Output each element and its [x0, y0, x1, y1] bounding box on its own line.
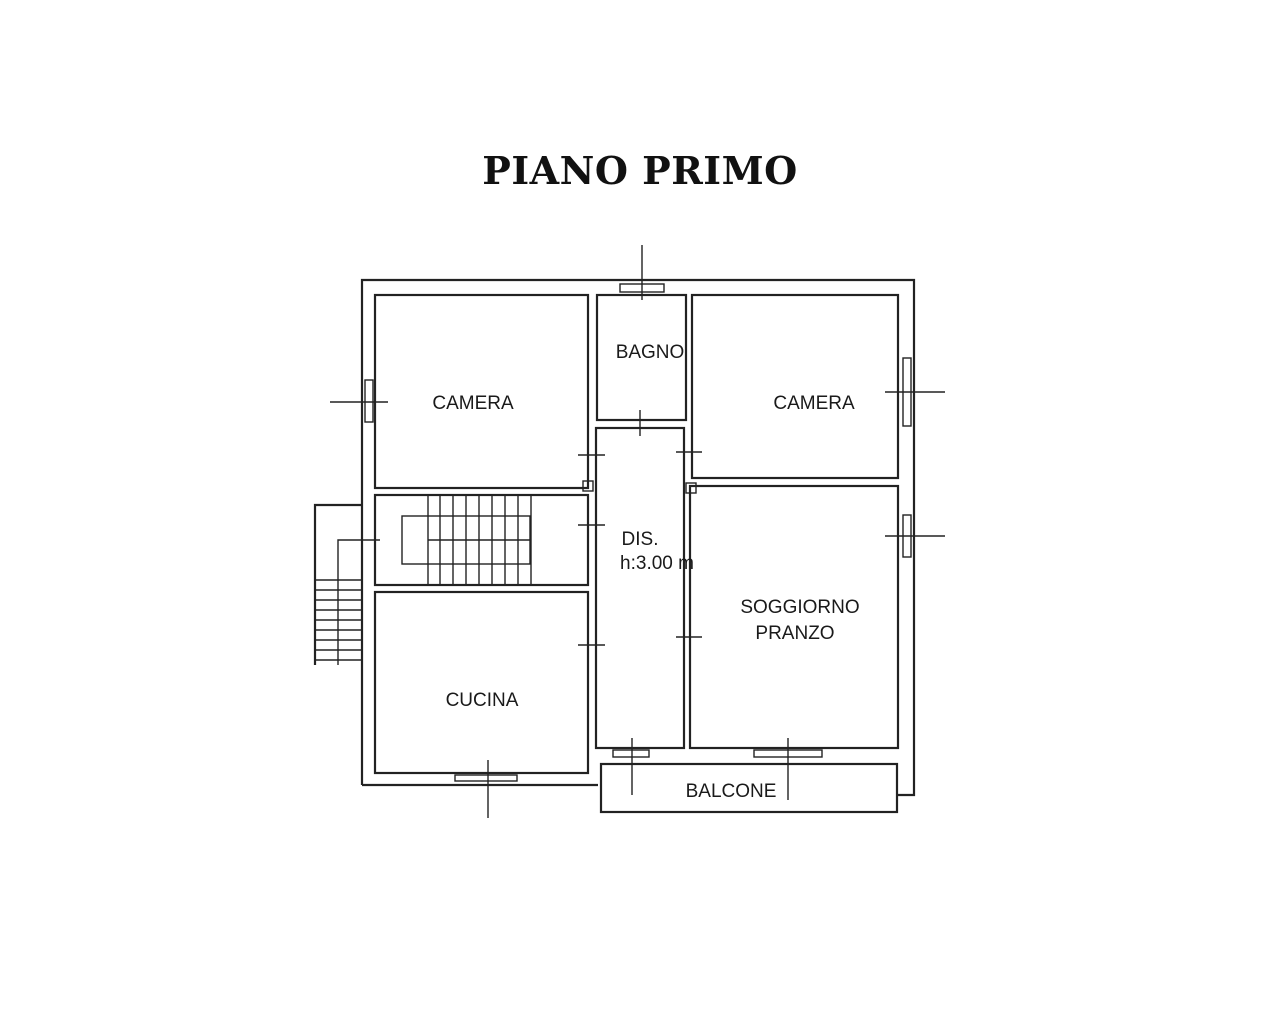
window-icon [364, 379, 374, 423]
room-balcone [599, 762, 899, 814]
room-height-label: h:3.00 m [620, 553, 694, 574]
room-label-camera-right: CAMERA [773, 393, 855, 414]
page-title: PIANO PRIMO [482, 148, 798, 193]
external-stairs [313, 503, 380, 665]
room-label-cucina: CUCINA [446, 690, 519, 711]
room-camera-left [373, 293, 590, 490]
windows [330, 245, 945, 818]
room-label-balcone: BALCONE [686, 781, 777, 802]
doors [578, 410, 702, 646]
room-label-bagno: BAGNO [616, 342, 685, 363]
room-label-pranzo: PRANZO [755, 623, 834, 644]
room-cucina [373, 590, 590, 775]
room-label-dis: DIS. [622, 529, 659, 550]
room-label-soggiorno: SOGGIORNO [740, 597, 859, 618]
internal-stairs [401, 495, 532, 585]
window-icon [454, 774, 518, 782]
room-label-camera-left: CAMERA [432, 393, 514, 414]
outer-walls [360, 278, 916, 797]
room-soggiorno [688, 484, 900, 750]
room-camera-right [690, 293, 900, 480]
door-icon [612, 749, 650, 758]
room-dis [594, 426, 686, 750]
